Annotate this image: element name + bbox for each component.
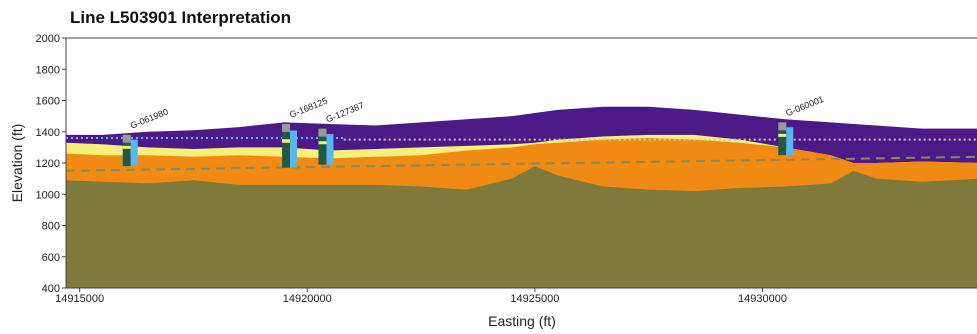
well-label: G-168125 — [288, 96, 329, 120]
well-label: G-061980 — [129, 106, 170, 130]
well-column — [122, 134, 131, 167]
well-cap — [778, 122, 787, 131]
y-tick-label: 2000 — [36, 33, 60, 45]
x-tick-label: 14930000 — [738, 293, 787, 305]
well-column — [282, 123, 291, 168]
y-tick-label: 800 — [42, 221, 60, 233]
well-screen — [326, 134, 334, 165]
well-screen — [786, 127, 794, 156]
well-column — [778, 122, 787, 156]
well-screen — [130, 139, 138, 167]
y-tick-label: 400 — [42, 283, 60, 295]
x-axis-title: Easting (ft) — [488, 313, 556, 329]
reference-lines — [66, 137, 977, 172]
well-label: G-127387 — [324, 100, 365, 124]
y-tick-label: 1000 — [36, 189, 60, 201]
well-label: G-060001 — [784, 94, 825, 118]
well-cap — [122, 134, 131, 143]
y-tick-label: 1400 — [36, 127, 60, 139]
y-axis: 2000 1800 1600 1400 1200 1000 800 600 400 — [36, 33, 66, 295]
x-tick-label: 14915000 — [55, 293, 104, 305]
reference-line-3 — [66, 155, 977, 172]
well-screen — [290, 130, 298, 168]
y-tick-label: 1800 — [36, 64, 60, 76]
chart-title: Line L503901 Interpretation — [70, 8, 292, 27]
well-column — [318, 128, 327, 165]
well-band — [282, 139, 291, 143]
well-band — [778, 133, 787, 137]
well-band — [122, 145, 131, 149]
y-axis-title: Elevation (ft) — [9, 124, 25, 203]
x-tick-label: 14920000 — [283, 293, 332, 305]
x-tick-label: 14925000 — [510, 293, 559, 305]
well-band — [318, 141, 327, 145]
well-cap — [282, 123, 291, 132]
x-axis: 14915000 14920000 14925000 14930000 — [55, 288, 787, 305]
y-tick-label: 1200 — [36, 158, 60, 170]
well-cap — [318, 128, 327, 137]
y-tick-label: 600 — [42, 252, 60, 264]
layer-4 — [66, 166, 977, 288]
y-tick-label: 1600 — [36, 96, 60, 108]
geologic-layers — [66, 106, 977, 288]
